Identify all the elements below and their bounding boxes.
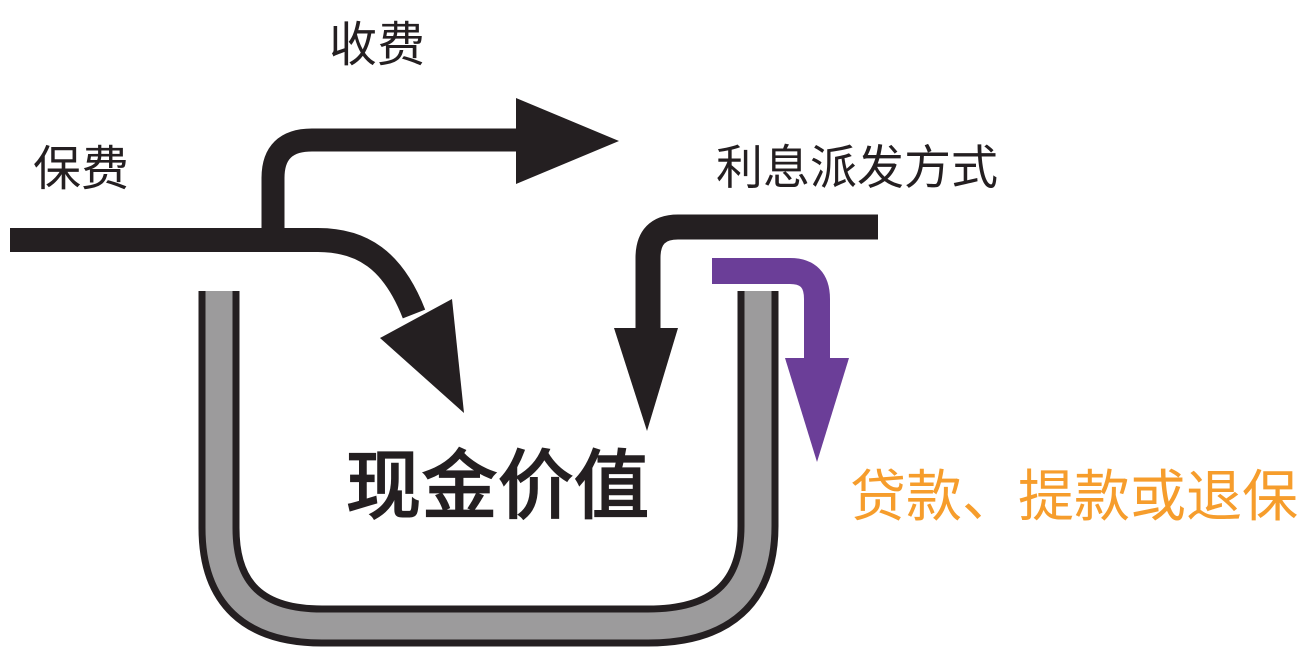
bucket-gray-band	[205, 291, 772, 640]
withdrawal-arrowhead-icon	[785, 358, 849, 462]
interest-arrowhead-icon	[614, 328, 678, 431]
premium-inflow-arrow	[10, 228, 464, 413]
withdrawal-outflow-arrow	[712, 258, 849, 462]
outflow-label: 贷款、提款或退保	[850, 465, 1298, 530]
interest-method-label: 利息派发方式	[716, 141, 998, 196]
interest-inflow-arrow	[614, 214, 878, 431]
premium-label: 保费	[33, 141, 130, 197]
cash-value-bucket	[198, 291, 779, 647]
fees-label: 收费	[329, 17, 426, 73]
premium-arrowhead-icon	[380, 299, 464, 413]
fees-arrowhead-icon	[516, 98, 619, 184]
fees-outflow-arrow	[261, 98, 619, 246]
cash-value-label: 现金价值	[346, 442, 651, 530]
